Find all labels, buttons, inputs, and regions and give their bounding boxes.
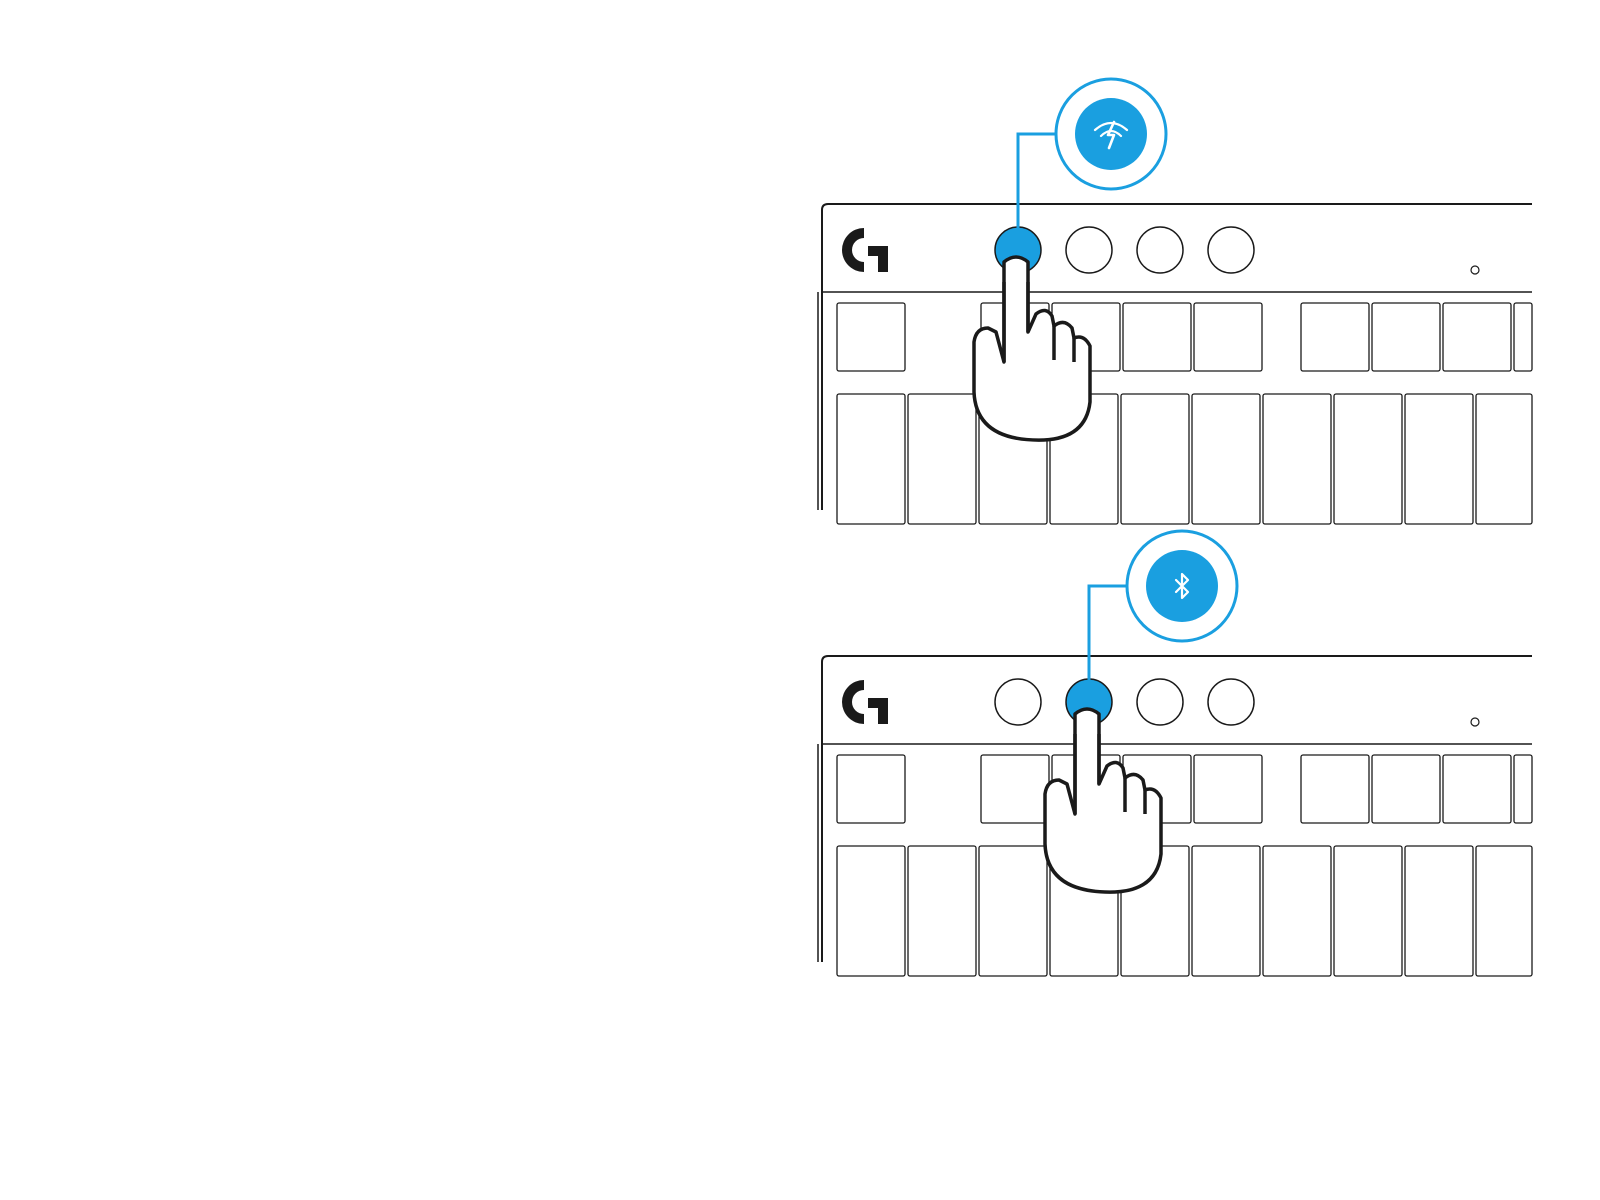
key <box>1192 394 1260 524</box>
status-led <box>1471 718 1479 726</box>
pressing-hand-icon <box>974 257 1090 440</box>
key <box>1301 755 1369 823</box>
bluetooth-pairing-panel <box>0 512 1600 962</box>
key <box>1443 303 1511 371</box>
lightspeed-button[interactable] <box>995 679 1041 725</box>
key <box>1443 755 1511 823</box>
key <box>1123 303 1191 371</box>
key <box>1192 846 1260 976</box>
logitech-g-logo-icon <box>842 680 888 724</box>
key <box>1372 755 1440 823</box>
key <box>1334 394 1402 524</box>
key <box>1405 394 1473 524</box>
key <box>1405 846 1473 976</box>
key <box>1194 303 1262 371</box>
profile-button-3[interactable] <box>1137 679 1183 725</box>
key <box>1476 394 1532 524</box>
key <box>1514 755 1532 823</box>
key <box>837 303 905 371</box>
g-logo-arc <box>842 228 864 272</box>
bluetooth-button[interactable] <box>1066 227 1112 273</box>
keyboard-illustration <box>0 60 1600 510</box>
callout-line <box>1089 586 1127 681</box>
callout-line <box>1018 134 1056 229</box>
g-logo-bar <box>868 246 888 272</box>
key <box>1334 846 1402 976</box>
key <box>837 394 905 524</box>
key <box>979 846 1047 976</box>
key <box>1194 755 1262 823</box>
g-logo-arc <box>842 680 864 724</box>
key <box>1263 394 1331 524</box>
key <box>981 755 1049 823</box>
key <box>908 846 976 976</box>
key <box>837 846 905 976</box>
profile-button-3[interactable] <box>1137 227 1183 273</box>
profile-button-4[interactable] <box>1208 227 1254 273</box>
pressing-hand-icon <box>1045 709 1161 892</box>
key <box>908 394 976 524</box>
g-logo-bar <box>868 698 888 724</box>
key <box>1121 394 1189 524</box>
logitech-g-logo-icon <box>842 228 888 272</box>
key <box>1372 303 1440 371</box>
key <box>1514 303 1532 371</box>
key <box>1476 846 1532 976</box>
lightspeed-pairing-panel <box>0 60 1600 510</box>
status-led <box>1471 266 1479 274</box>
key <box>1301 303 1369 371</box>
key <box>1263 846 1331 976</box>
keyboard-illustration <box>0 512 1600 962</box>
profile-button-4[interactable] <box>1208 679 1254 725</box>
key <box>837 755 905 823</box>
